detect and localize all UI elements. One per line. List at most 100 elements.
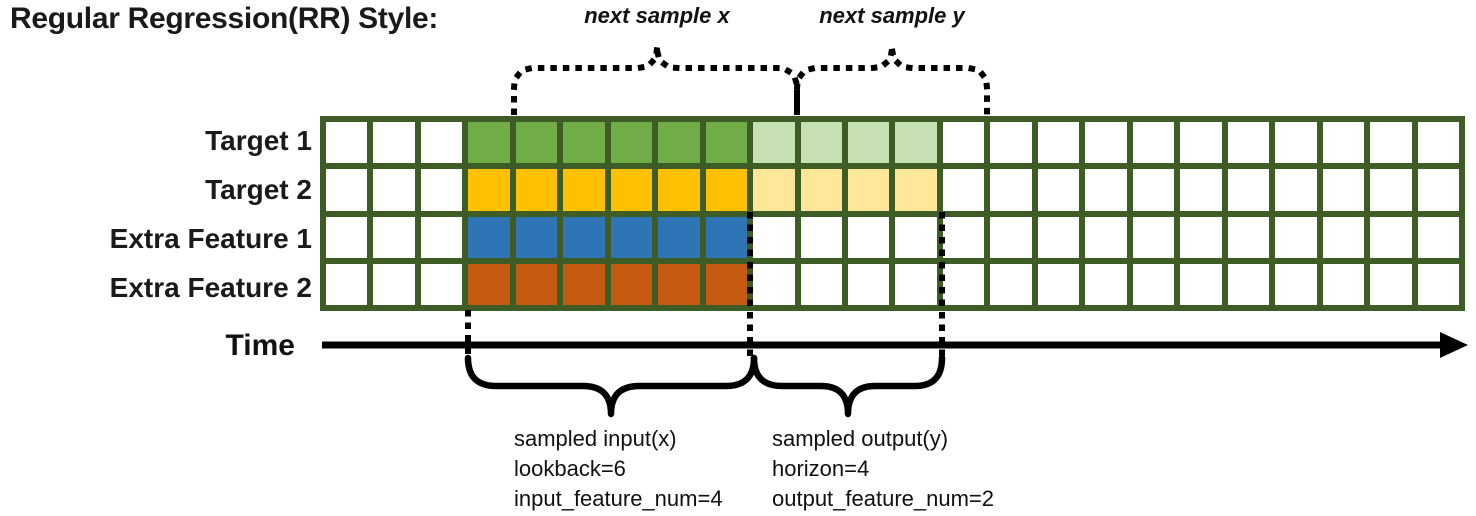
grid-cell	[373, 263, 415, 305]
grid-cell	[468, 122, 510, 164]
grid-cell	[515, 122, 558, 164]
sampled-input-title: sampled input(x)	[514, 426, 677, 451]
grid-cell	[326, 169, 368, 211]
output-feature-num-value: output_feature_num=2	[772, 486, 995, 511]
row-label-extra-feature-2: Extra Feature 2	[109, 272, 312, 303]
page-title: Regular Regression(RR) Style:	[10, 2, 439, 35]
grid-cell	[1132, 122, 1175, 164]
sampled-output-title: sampled output(y)	[772, 426, 949, 451]
grid-cell	[895, 122, 937, 164]
grid-cell	[990, 122, 1032, 164]
grid-cell	[515, 169, 558, 211]
grid-cell	[373, 216, 415, 258]
grid-cell	[705, 263, 748, 305]
grid-cell	[1132, 169, 1175, 211]
grid-cell	[990, 169, 1032, 211]
grid-cell	[1180, 169, 1222, 211]
grid-cell	[1370, 169, 1412, 211]
grid-cell	[800, 216, 843, 258]
grid-cell	[610, 263, 653, 305]
grid-cell	[753, 169, 795, 211]
time-axis-label: Time	[225, 329, 295, 362]
grid-cell	[1037, 169, 1080, 211]
grid-cell	[942, 169, 985, 211]
grid-cell	[326, 122, 368, 164]
grid-cell	[1085, 169, 1127, 211]
grid-cell	[1227, 263, 1270, 305]
lookback-value: lookback=6	[514, 456, 626, 481]
grid-cell	[942, 122, 985, 164]
grid-cell	[563, 216, 605, 258]
grid-cell	[990, 216, 1032, 258]
grid-cell	[895, 263, 937, 305]
grid-cell	[753, 216, 795, 258]
grid-cell	[1370, 122, 1412, 164]
grid-cell	[800, 122, 843, 164]
grid-cell	[1227, 216, 1270, 258]
grid-cell	[1227, 169, 1270, 211]
grid-cell	[420, 216, 463, 258]
next-sample-y-label: next sample y	[819, 3, 965, 28]
grid-cell	[1322, 169, 1365, 211]
grid-cell	[1227, 122, 1270, 164]
grid-cell	[326, 216, 368, 258]
grid-cell	[1085, 216, 1127, 258]
grid-cell	[1037, 216, 1080, 258]
sampled-input-brace	[464, 354, 758, 418]
grid-cell	[800, 169, 843, 211]
grid-cell	[373, 169, 415, 211]
grid-cell	[1275, 263, 1317, 305]
grid-cell	[705, 216, 748, 258]
grid-cell	[705, 122, 748, 164]
grid-cell	[1037, 263, 1080, 305]
grid-cell	[895, 216, 937, 258]
sampled-input-annotation: sampled input(x) lookback=6 input_featur…	[514, 424, 723, 514]
next-sample-x-label: next sample x	[584, 3, 730, 28]
grid-cell	[658, 122, 700, 164]
grid-cell	[1180, 263, 1222, 305]
grid-cell	[658, 169, 700, 211]
grid-cell	[1037, 122, 1080, 164]
grid-cell	[753, 122, 795, 164]
grid-cell	[848, 216, 890, 258]
grid-cell	[420, 263, 463, 305]
grid-cell	[1417, 169, 1459, 211]
grid-cell	[1132, 263, 1175, 305]
grid-cell	[1180, 122, 1222, 164]
grid-cell	[373, 122, 415, 164]
grid-cell	[658, 263, 700, 305]
grid-cell	[942, 216, 985, 258]
grid-cell	[1370, 216, 1412, 258]
grid-cell	[1322, 263, 1365, 305]
grid-cell	[705, 169, 748, 211]
grid-cell	[800, 263, 843, 305]
grid-cell	[1085, 122, 1127, 164]
grid-cell	[610, 122, 653, 164]
grid-cell	[515, 216, 558, 258]
grid-cell	[848, 169, 890, 211]
grid-cell	[1275, 216, 1317, 258]
grid-cell	[1370, 263, 1412, 305]
time-axis-arrowhead	[1440, 332, 1468, 358]
grid-cell	[1275, 122, 1317, 164]
grid-cell	[610, 216, 653, 258]
grid-cell	[1275, 169, 1317, 211]
grid-cell	[895, 169, 937, 211]
grid-cell	[1417, 216, 1459, 258]
grid-cell	[468, 169, 510, 211]
grid-cell	[468, 216, 510, 258]
grid-cell	[420, 169, 463, 211]
sampled-output-brace	[750, 354, 946, 418]
row-label-extra-feature-1: Extra Feature 1	[109, 223, 312, 254]
grid-cell	[1322, 216, 1365, 258]
input-feature-num-value: input_feature_num=4	[514, 486, 723, 511]
grid-cell	[753, 263, 795, 305]
grid-cell	[1180, 216, 1222, 258]
grid-cell	[1322, 122, 1365, 164]
grid-cell	[610, 169, 653, 211]
grid-cell	[942, 263, 985, 305]
grid-cell	[1085, 263, 1127, 305]
grid-cell	[468, 263, 510, 305]
grid-cell	[563, 122, 605, 164]
